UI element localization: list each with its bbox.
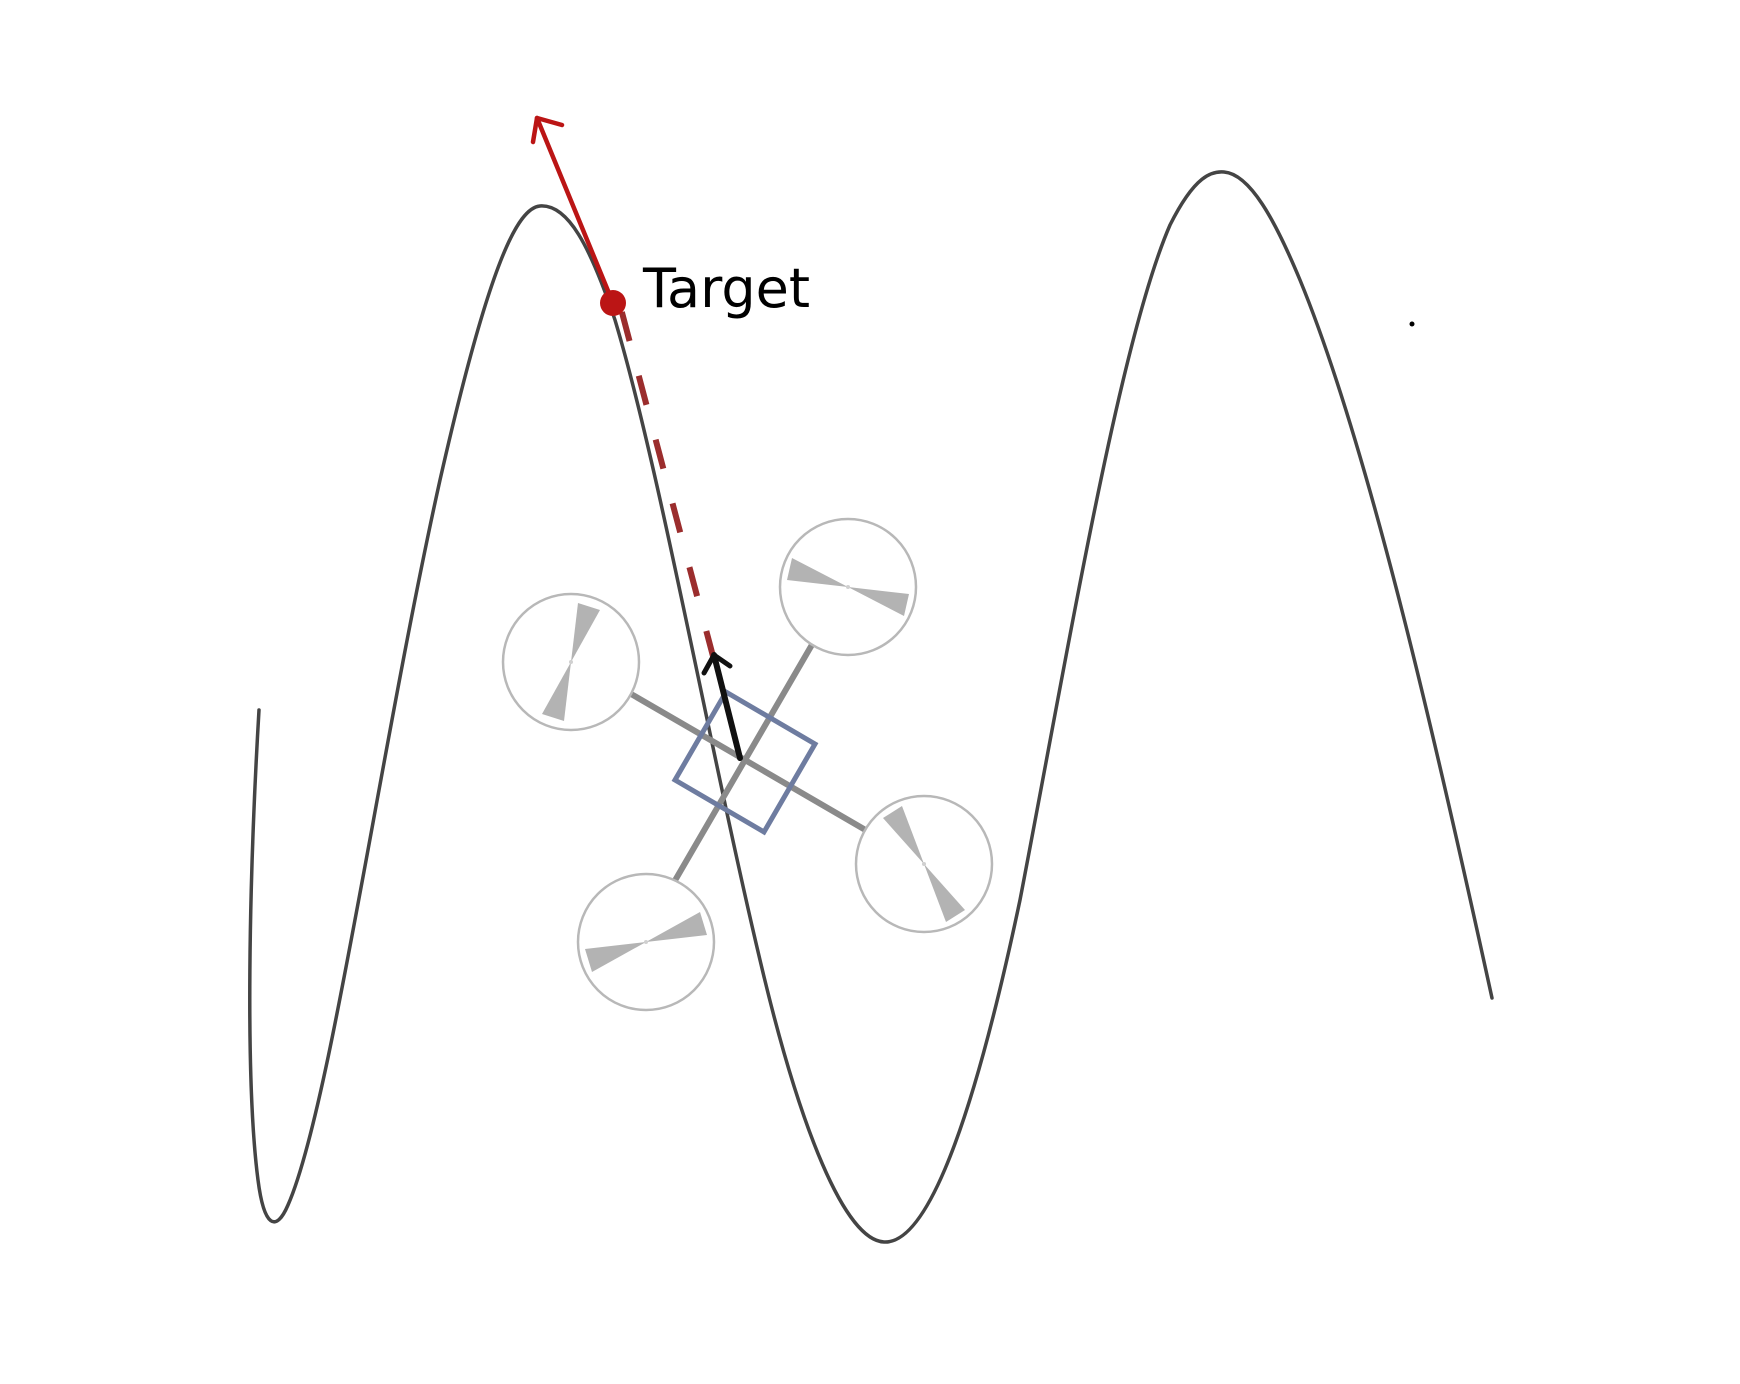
tracking-error-line	[617, 304, 717, 661]
rotor-front-left	[501, 592, 641, 732]
reference-trajectory	[248, 170, 1494, 1244]
target-label: Target	[642, 257, 810, 320]
target-marker-icon	[600, 290, 626, 316]
rotor-front-right	[778, 517, 918, 657]
rotor-rear-left	[576, 872, 716, 1012]
quadcopter-icon	[501, 517, 994, 1012]
heading-arrow	[701, 652, 743, 761]
rotor-rear-right	[854, 794, 994, 934]
drone-body	[671, 688, 819, 836]
reference-point	[1409, 321, 1415, 327]
target-tangent-arrow	[530, 115, 616, 306]
